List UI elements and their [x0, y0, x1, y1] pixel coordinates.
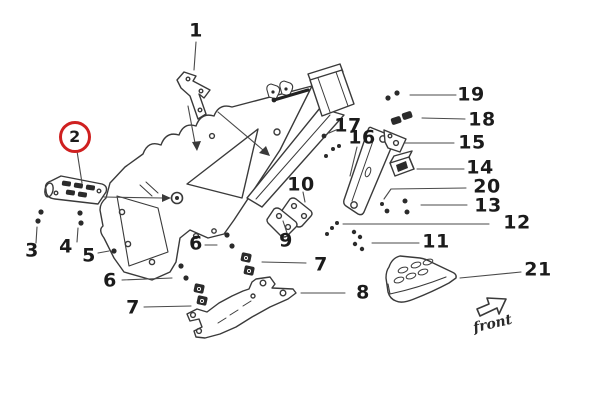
callout-7: 7: [126, 296, 140, 319]
callout-8: 8: [356, 281, 370, 304]
part-9-bracket: [266, 207, 298, 238]
front-arrow-icon: [476, 297, 507, 317]
callout-6: 6: [189, 232, 203, 255]
callout-13: 13: [474, 194, 502, 217]
part-1-bracket: [176, 71, 211, 120]
part-7-pads: [193, 252, 255, 306]
callout-21: 21: [524, 258, 552, 281]
callout-1: 1: [189, 19, 203, 42]
callout-18: 18: [468, 108, 496, 131]
fasteners: [35, 90, 413, 281]
callout-6: 6: [103, 269, 117, 292]
callout-10: 10: [287, 173, 315, 196]
part-15-bracket: [383, 129, 407, 153]
frame-body: [99, 63, 355, 281]
part-21-slider: [385, 255, 457, 303]
callout-11: 11: [422, 230, 450, 253]
callout-19: 19: [457, 83, 485, 106]
part-14-block: [389, 150, 415, 177]
callout-20: 20: [473, 175, 501, 198]
callout-4: 4: [59, 235, 73, 258]
callout-3: 3: [25, 239, 39, 262]
callout-17: 17: [334, 114, 362, 137]
callout-12: 12: [503, 211, 531, 234]
part-8-bracket: [186, 276, 297, 339]
callout-9: 9: [279, 229, 293, 252]
callout-14: 14: [466, 156, 494, 179]
callout-7: 7: [314, 253, 328, 276]
callout-15: 15: [458, 131, 486, 154]
callout-5: 5: [82, 244, 96, 267]
callout-16: 16: [348, 126, 376, 149]
leader-lines: [35, 41, 522, 308]
part-2-plate: [44, 175, 108, 205]
callout-2-circled: 2: [59, 121, 91, 153]
